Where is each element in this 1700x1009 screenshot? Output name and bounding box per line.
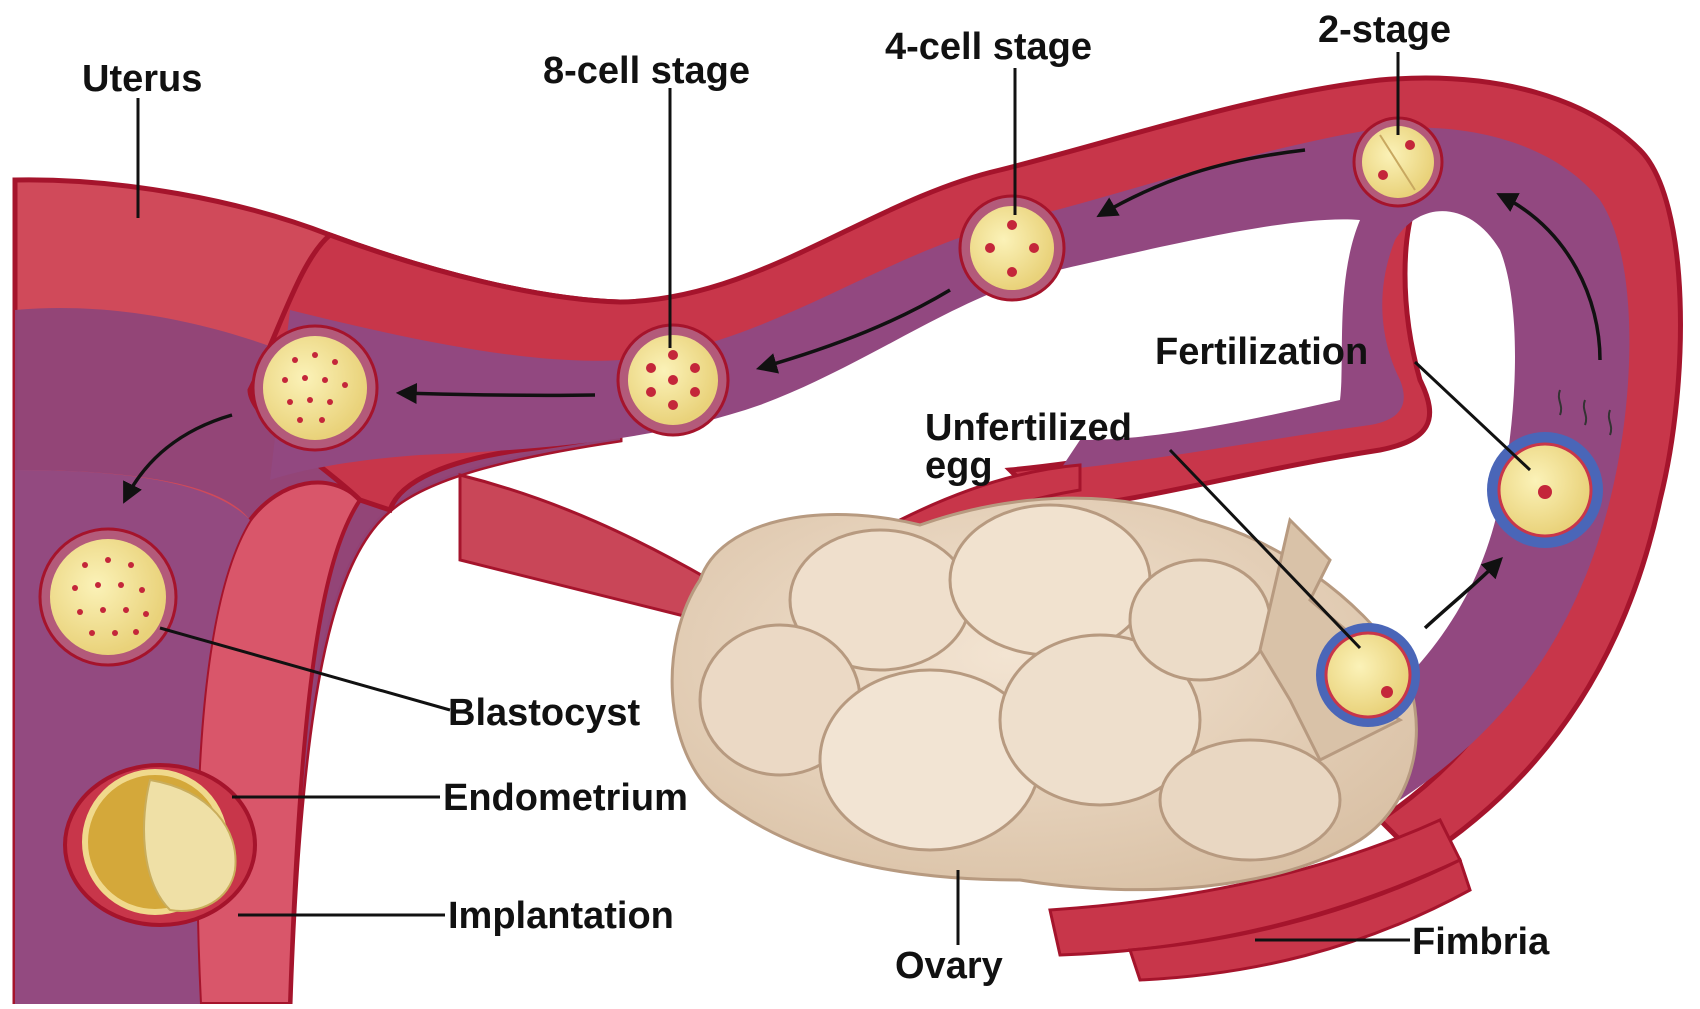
label-4-cell-stage: 4-cell stage [885,26,1092,68]
label-uterus: Uterus [82,58,202,100]
eight-cell-stage [618,325,728,435]
four-cell-stage [960,196,1064,300]
unfertilized-egg [1316,623,1420,727]
label-2-stage: 2-stage [1318,9,1451,51]
morula [253,326,377,450]
label-unfertilized: Unfertilized [925,407,1132,449]
label-implantation: Implantation [448,895,674,937]
label-fertilization: Fertilization [1155,331,1368,373]
label-endometrium: Endometrium [443,777,688,819]
label-blastocyst: Blastocyst [448,692,641,734]
label-fimbria: Fimbria [1412,921,1550,963]
label-ovary: Ovary [895,945,1003,987]
label-8-cell-stage: 8-cell stage [543,50,750,92]
implantation-embryo [65,765,255,925]
ovarian-ligament [460,475,710,620]
label-egg: egg [925,445,993,487]
ovary [672,498,1416,890]
blastocyst [40,529,176,665]
